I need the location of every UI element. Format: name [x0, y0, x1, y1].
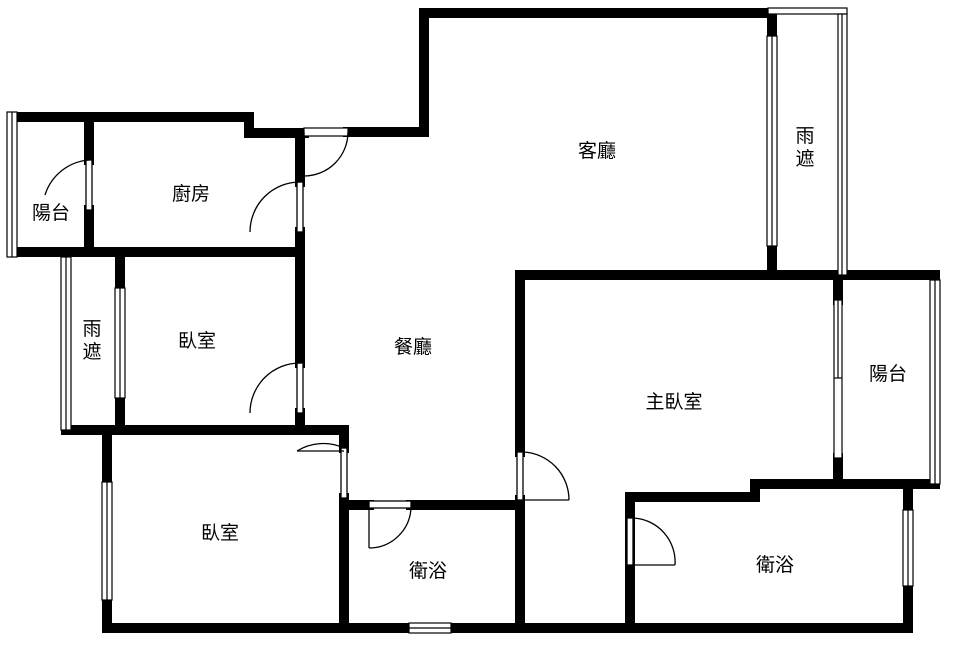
door-arc: [249, 181, 301, 233]
door-arc: [522, 451, 570, 501]
door-frame-dining-north: [303, 127, 349, 137]
door-leaf: [626, 517, 634, 566]
door-master-bedroom: [516, 451, 570, 501]
door-arc: [632, 517, 676, 566]
windows: [6, 7, 941, 634]
label-balcony-left: 陽台: [32, 202, 70, 224]
room-labels: 客廳 廚房 陽台 臥室 餐廳 主臥室 陽台 臥室 衛浴 衛浴 雨遮 雨遮: [32, 125, 907, 582]
door-kitchen: [249, 181, 304, 233]
door-leaf: [516, 451, 524, 501]
walls: [7, 8, 940, 633]
label-dining: 餐廳: [394, 336, 432, 358]
door-leaf: [296, 181, 304, 233]
window-canopy-right-outer: [767, 7, 848, 15]
door-arc: [296, 442, 345, 452]
door-leaf: [85, 159, 93, 211]
doors: [44, 131, 676, 566]
label-bedroom-upper: 臥室: [178, 330, 216, 352]
door-arc: [368, 507, 412, 549]
label-bedroom-lower: 臥室: [201, 522, 239, 544]
door-bedroom-upper: [249, 362, 304, 414]
wall-kitchen-north: [7, 112, 309, 138]
label-kitchen: 廚房: [172, 182, 210, 205]
door-leaf: [368, 500, 412, 509]
label-bath-right: 衛浴: [756, 554, 794, 576]
door-arc: [249, 362, 301, 414]
door-leaf: [340, 447, 348, 499]
label-balcony-right: 陽台: [869, 363, 907, 385]
door-balcony-left: [44, 159, 93, 211]
door-leaf: [296, 362, 304, 414]
door-arc: [303, 131, 349, 177]
label-bath-middle: 衛浴: [409, 560, 447, 582]
label-living: 客廳: [578, 140, 616, 162]
door-bedroom-lower: [296, 442, 348, 499]
door-bath-right: [626, 517, 676, 566]
door-bath-middle: [368, 500, 412, 549]
label-canopy-right: 雨遮: [795, 125, 814, 170]
label-master-bedroom: 主臥室: [645, 391, 702, 413]
label-canopy-left: 雨遮: [82, 318, 101, 363]
door-dining-north: [303, 131, 349, 177]
door-arc: [44, 159, 90, 196]
